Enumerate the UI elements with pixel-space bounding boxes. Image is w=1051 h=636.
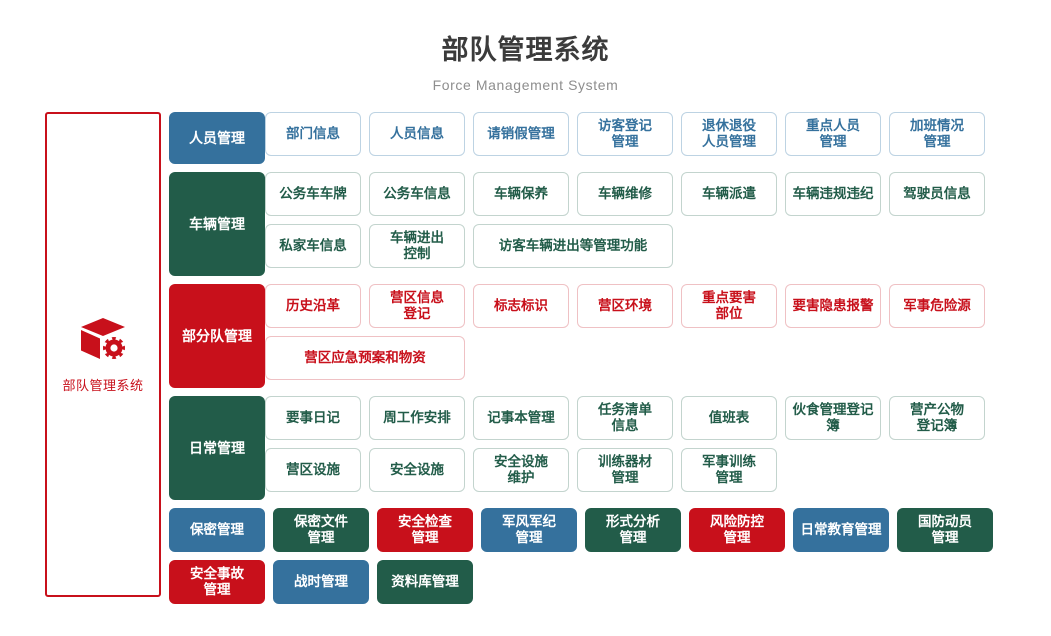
module-card[interactable]: 重点人员管理 [785, 112, 881, 157]
module-card[interactable]: 营区设施 [265, 448, 361, 493]
category-label-2[interactable]: 部分队管理 [169, 284, 265, 389]
module-card[interactable]: 记事本管理 [473, 396, 569, 441]
module-row: 人员管理部门信息人员信息请销假管理访客登记管理退休退役人员管理重点人员管理加班情… [169, 112, 1039, 165]
page-header: 部队管理系统 Force Management System [0, 0, 1051, 93]
module-row: 日常管理要事日记周工作安排记事本管理任务清单信息值班表伙食管理登记簿营产公物登记… [169, 396, 1039, 501]
module-items: 保密管理保密文件管理安全检查管理军风军纪管理形式分析管理风险防控管理日常教育管理… [161, 508, 1039, 612]
content-area: 部队管理系统 人员管理部门信息人员信息请销假管理访客登记管理退休退役人员管理重点… [0, 112, 1051, 620]
cube-gear-icon [78, 316, 128, 362]
module-card[interactable]: 车辆违规违纪 [785, 172, 881, 217]
module-card[interactable]: 部门信息 [265, 112, 361, 157]
module-card[interactable]: 周工作安排 [369, 396, 465, 441]
module-card[interactable]: 军事危险源 [889, 284, 985, 329]
module-items: 历史沿革营区信息登记标志标识营区环境重点要害部位要害隐患报警军事危险源营区应急预… [257, 284, 1039, 388]
module-grid: 人员管理部门信息人员信息请销假管理访客登记管理退休退役人员管理重点人员管理加班情… [161, 112, 1039, 620]
module-card[interactable]: 营产公物登记簿 [889, 396, 985, 441]
module-items: 要事日记周工作安排记事本管理任务清单信息值班表伙食管理登记簿营产公物登记簿营区设… [257, 396, 1039, 500]
module-card[interactable]: 公务车信息 [369, 172, 465, 217]
module-card[interactable]: 重点要害部位 [681, 284, 777, 329]
module-card[interactable]: 访客登记管理 [577, 112, 673, 157]
page-title: 部队管理系统 [441, 35, 610, 65]
module-card[interactable]: 形式分析管理 [585, 508, 681, 553]
module-card[interactable]: 任务清单信息 [577, 396, 673, 441]
category-label-0[interactable]: 人员管理 [169, 112, 265, 165]
module-card[interactable]: 历史沿革 [265, 284, 361, 329]
module-card[interactable]: 营区应急预案和物资 [265, 336, 465, 381]
category-label-3[interactable]: 日常管理 [169, 396, 265, 501]
module-card[interactable]: 安全事故管理 [169, 560, 265, 605]
module-card[interactable]: 营区环境 [577, 284, 673, 329]
module-row: 部分队管理历史沿革营区信息登记标志标识营区环境重点要害部位要害隐患报警军事危险源… [169, 284, 1039, 389]
category-label-1[interactable]: 车辆管理 [169, 172, 265, 277]
brand-name: 部队管理系统 [62, 377, 144, 393]
module-card[interactable]: 退休退役人员管理 [681, 112, 777, 157]
module-card[interactable]: 风险防控管理 [689, 508, 785, 553]
module-card[interactable]: 安全设施维护 [473, 448, 569, 493]
module-items: 公务车车牌公务车信息车辆保养车辆维修车辆派遣车辆违规违纪驾驶员信息私家车信息车辆… [257, 172, 1039, 276]
module-card[interactable]: 军风军纪管理 [481, 508, 577, 553]
module-card[interactable]: 要事日记 [265, 396, 361, 441]
module-card[interactable]: 公务车车牌 [265, 172, 361, 217]
module-card[interactable]: 车辆保养 [473, 172, 569, 217]
module-card[interactable]: 保密文件管理 [273, 508, 369, 553]
category-label-4[interactable]: 保密管理 [169, 508, 265, 553]
brand-panel: 部队管理系统 [45, 112, 161, 598]
module-card[interactable]: 驾驶员信息 [889, 172, 985, 217]
module-card[interactable]: 国防动员管理 [897, 508, 993, 553]
module-card[interactable]: 安全检查管理 [377, 508, 473, 553]
module-card[interactable]: 请销假管理 [473, 112, 569, 157]
module-row: 车辆管理公务车车牌公务车信息车辆保养车辆维修车辆派遣车辆违规违纪驾驶员信息私家车… [169, 172, 1039, 277]
module-card[interactable]: 车辆维修 [577, 172, 673, 217]
module-card[interactable]: 军事训练管理 [681, 448, 777, 493]
module-card[interactable]: 访客车辆进出等管理功能 [473, 224, 673, 269]
module-card[interactable]: 值班表 [681, 396, 777, 441]
module-card[interactable]: 加班情况管理 [889, 112, 985, 157]
module-card[interactable]: 伙食管理登记簿 [785, 396, 881, 441]
module-card[interactable]: 安全设施 [369, 448, 465, 493]
module-row: 保密管理保密文件管理安全检查管理军风军纪管理形式分析管理风险防控管理日常教育管理… [169, 508, 1039, 612]
module-card[interactable]: 私家车信息 [265, 224, 361, 269]
module-card[interactable]: 营区信息登记 [369, 284, 465, 329]
module-items: 部门信息人员信息请销假管理访客登记管理退休退役人员管理重点人员管理加班情况管理 [257, 112, 1039, 164]
module-card[interactable]: 训练器材管理 [577, 448, 673, 493]
module-card[interactable]: 要害隐患报警 [785, 284, 881, 329]
module-card[interactable]: 战时管理 [273, 560, 369, 605]
module-card[interactable]: 日常教育管理 [793, 508, 889, 553]
module-card[interactable]: 人员信息 [369, 112, 465, 157]
module-card[interactable]: 车辆进出控制 [369, 224, 465, 269]
page-subtitle: Force Management System [432, 77, 619, 94]
brand-inner: 部队管理系统 [62, 316, 143, 394]
module-card[interactable]: 资料库管理 [377, 560, 473, 605]
module-card[interactable]: 车辆派遣 [681, 172, 777, 217]
module-card[interactable]: 标志标识 [473, 284, 569, 329]
